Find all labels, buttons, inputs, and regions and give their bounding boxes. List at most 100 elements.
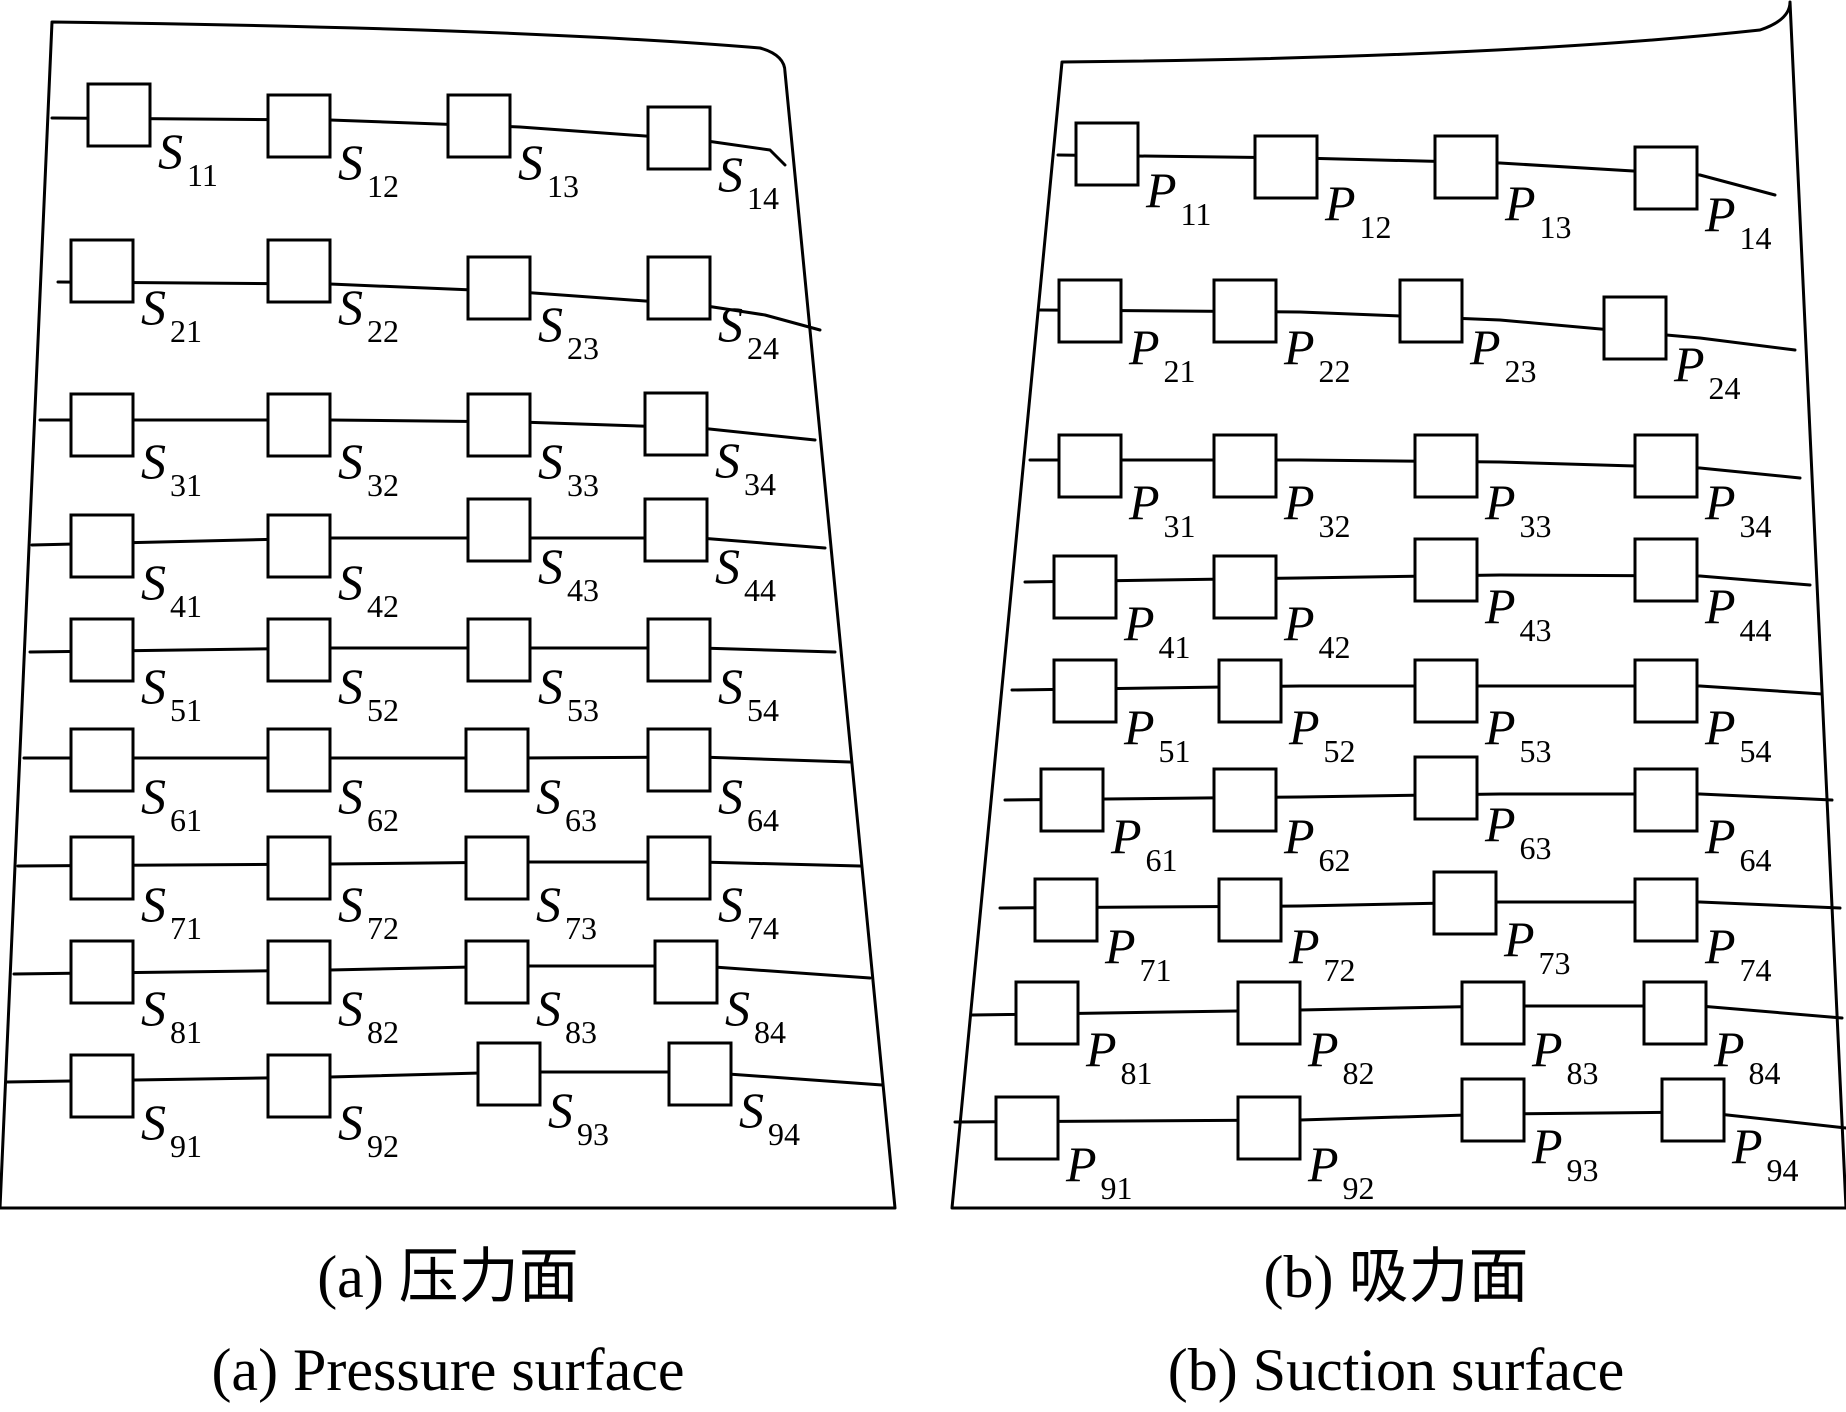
strain-gauge — [1074, 121, 1140, 187]
gauge-label-index: 53 — [567, 692, 599, 728]
gauge-label-symbol: P — [1704, 808, 1736, 864]
strain-gauge — [266, 617, 332, 683]
gauge-label-symbol: S — [718, 876, 743, 932]
gauge-label-symbol: P — [1283, 319, 1315, 375]
gauge-label-symbol: P — [1288, 699, 1320, 755]
gauge-label-index: 93 — [577, 1116, 609, 1152]
gauge-label-index: 23 — [567, 330, 599, 366]
gauge-label-symbol: P — [1104, 918, 1136, 974]
gauge-label-symbol: P — [1469, 319, 1501, 375]
strain-gauge — [646, 617, 712, 683]
gauge-label-index: 24 — [747, 330, 779, 366]
gauge-label-symbol: P — [1704, 578, 1736, 634]
strain-gauge — [466, 497, 532, 563]
strain-gauge — [1433, 134, 1499, 200]
strain-gauge — [1057, 433, 1123, 499]
gauge-label-index: 22 — [367, 313, 399, 349]
gauge-label-symbol: S — [718, 768, 743, 824]
gauge-label-symbol: S — [141, 980, 166, 1036]
gauge-label-symbol: S — [141, 658, 166, 714]
strain-gauge — [266, 939, 332, 1005]
gauge-label-index: 81 — [170, 1014, 202, 1050]
gauge-label-symbol: P — [1673, 336, 1705, 392]
strain-gauge — [476, 1041, 542, 1107]
strain-gauge — [1052, 658, 1118, 724]
gauge-label-index: 41 — [170, 588, 202, 624]
gauge-label-symbol: P — [1110, 808, 1142, 864]
gauge-label-index: 62 — [367, 802, 399, 838]
lead-wire — [1056, 153, 1777, 197]
gauge-label-index: 94 — [1767, 1152, 1799, 1188]
strain-gauge — [266, 93, 332, 159]
strain-gauge — [1633, 145, 1699, 211]
strain-gauge — [446, 93, 512, 159]
strain-gauge — [643, 391, 709, 457]
blade-outline-pressure — [0, 20, 897, 1210]
gauge-label-index: 23 — [1505, 353, 1537, 389]
gauge-label-symbol: P — [1283, 808, 1315, 864]
gauge-label-symbol: P — [1484, 578, 1516, 634]
strain-gauge — [1212, 278, 1278, 344]
gauge-label-symbol: S — [538, 658, 563, 714]
gauge-label-index: 72 — [1324, 952, 1356, 988]
gauge-label-symbol: P — [1713, 1021, 1745, 1077]
gauge-label-symbol: P — [1704, 474, 1736, 530]
gauge-label-index: 21 — [1164, 353, 1196, 389]
gauge-label-symbol: S — [141, 768, 166, 824]
gauge-label-symbol: S — [338, 554, 363, 610]
strain-gauge — [994, 1095, 1060, 1161]
blade-outline-suction — [950, 0, 1846, 1210]
gauge-label-index: 82 — [367, 1014, 399, 1050]
lead-wire — [28, 646, 837, 654]
gauge-label-symbol: S — [141, 554, 166, 610]
gauge-label-index: 31 — [1164, 508, 1196, 544]
strain-gauge — [1398, 278, 1464, 344]
gauge-label-symbol: P — [1283, 474, 1315, 530]
gauge-label-symbol: P — [1128, 474, 1160, 530]
gauge-label-symbol: S — [158, 123, 183, 179]
strain-gauge — [1217, 877, 1283, 943]
strain-gauge — [69, 617, 135, 683]
gauge-label-index: 54 — [1740, 733, 1772, 769]
gauge-label-symbol: S — [338, 279, 363, 335]
strain-gauge — [1014, 980, 1080, 1046]
gauge-label-index: 62 — [1319, 842, 1351, 878]
strain-gauge — [466, 392, 532, 458]
gauge-label-symbol: P — [1531, 1021, 1563, 1077]
gauge-label-symbol: S — [338, 876, 363, 932]
gauge-label-index: 13 — [547, 168, 579, 204]
strain-gauge — [1236, 980, 1302, 1046]
gauge-label-symbol: S — [141, 433, 166, 489]
gauge-label-index: 91 — [1101, 1170, 1133, 1206]
lead-wire — [16, 860, 862, 868]
